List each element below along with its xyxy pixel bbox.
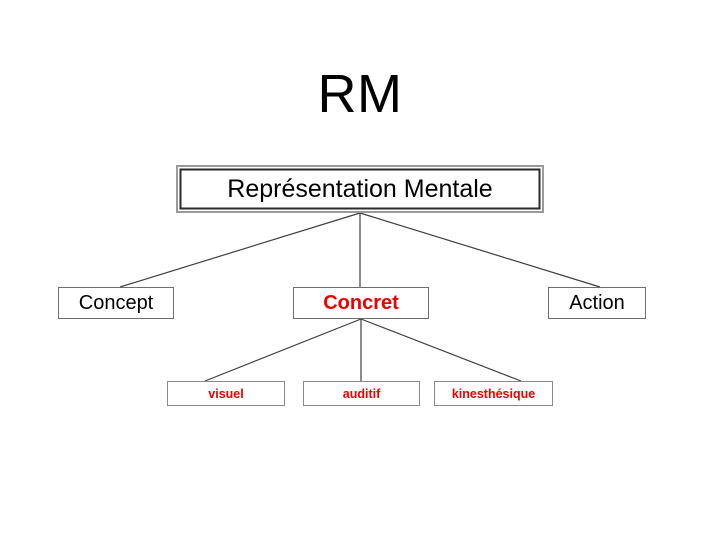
- node-auditif[interactable]: auditif: [303, 381, 420, 406]
- page-title: RM: [317, 64, 403, 124]
- node-action[interactable]: Action: [548, 287, 646, 319]
- edge-concret-to-visuel: [204, 318, 362, 382]
- node-kinesthesique[interactable]: kinesthésique: [434, 381, 553, 406]
- node-visuel[interactable]: visuel: [167, 381, 285, 406]
- edge-root-to-concept: [119, 212, 361, 288]
- node-concret[interactable]: Concret: [293, 287, 429, 319]
- node-concept-label: Concept: [78, 291, 154, 314]
- node-concept[interactable]: Concept: [58, 287, 174, 319]
- node-visuel-label: visuel: [208, 386, 244, 401]
- edge-root-to-action: [359, 212, 601, 288]
- node-root-label: Représentation Mentale: [227, 174, 493, 203]
- node-action-label: Action: [569, 291, 625, 314]
- node-auditif-label: auditif: [342, 386, 381, 401]
- node-representation-mentale[interactable]: Représentation Mentale: [176, 165, 544, 213]
- node-kinesthesique-label: kinesthésique: [451, 386, 536, 401]
- node-concret-label: Concret: [323, 291, 399, 314]
- edge-concret-to-kinesthesique: [360, 318, 522, 382]
